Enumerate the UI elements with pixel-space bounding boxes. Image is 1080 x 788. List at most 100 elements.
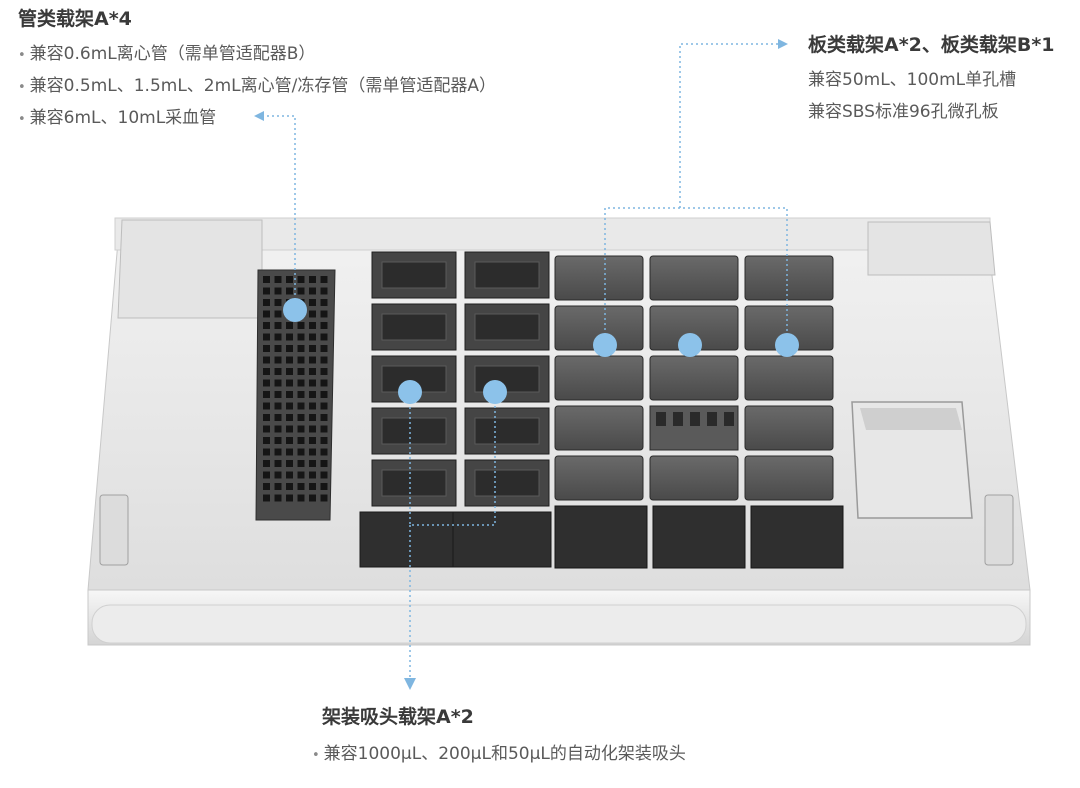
tube-hole <box>320 471 328 479</box>
tube-rack-item-2: •兼容0.5mL、1.5mL、2mL离心管/冻存管（需单管适配器A） <box>18 76 497 96</box>
tube-hole <box>309 379 316 387</box>
right-latch <box>984 494 1014 566</box>
arrow-head-plate <box>778 39 788 49</box>
tube-rack-item-1: •兼容0.6mL离心管（需单管适配器B） <box>18 44 316 64</box>
front-handle <box>91 604 1027 644</box>
tube-hole <box>274 333 282 341</box>
tube-hole <box>309 494 316 502</box>
tube-hole <box>309 276 316 283</box>
tube-hole <box>286 448 293 456</box>
tube-hole <box>309 448 316 456</box>
tube-hole <box>320 299 328 306</box>
tube-hole <box>297 483 305 490</box>
tip-rack-inner <box>474 261 540 289</box>
plate-slot <box>744 255 834 301</box>
markers <box>283 298 799 404</box>
tube-hole <box>320 437 328 444</box>
plate-slot <box>744 405 834 451</box>
tube-hole <box>320 368 328 375</box>
tube-hole <box>274 356 282 364</box>
tube-hole <box>297 425 305 433</box>
tube-hole <box>274 494 282 502</box>
leader-plate-b <box>679 43 780 208</box>
waste-bin-inner <box>860 408 962 430</box>
tube-hole <box>297 276 305 283</box>
tube-hole <box>263 322 270 329</box>
tube-hole <box>286 368 293 375</box>
tube-hole <box>297 333 305 341</box>
tube-hole <box>263 345 270 352</box>
tube-hole <box>286 333 293 341</box>
tube-hole <box>309 425 316 433</box>
tube-hole <box>309 310 316 318</box>
tube-hole <box>263 379 270 387</box>
tube-hole <box>320 322 328 329</box>
plate-slot-clip <box>690 412 700 426</box>
callout-plate-rack: 板类载架A*2、板类载架B*1 兼容50mL、100mL单孔槽 兼容SBS标准9… <box>808 30 1055 122</box>
tube-hole <box>297 322 305 329</box>
tube-hole <box>263 414 270 421</box>
tube-hole <box>297 448 305 456</box>
tube-hole <box>297 437 305 444</box>
tube-hole <box>297 494 305 502</box>
plate-slot <box>554 455 644 501</box>
tip-rack-title: 架装吸头载架A*2 <box>322 706 474 728</box>
left-panel <box>117 219 263 319</box>
tip-rack-inner <box>381 417 447 445</box>
circle-marker-tip-1 <box>398 380 422 404</box>
plate-slot <box>649 255 739 301</box>
tube-hole <box>274 460 282 467</box>
plate-rack-item-2: 兼容SBS标准96孔微孔板 <box>808 102 999 122</box>
plate-slot <box>554 405 644 451</box>
bullet-icon: • <box>18 112 26 127</box>
plate-rack-base <box>750 505 844 569</box>
tube-hole <box>286 414 293 421</box>
plate-rack-item-1: 兼容50mL、100mL单孔槽 <box>808 70 1017 90</box>
tube-hole <box>286 425 293 433</box>
tube-hole <box>263 333 270 341</box>
tube-hole <box>274 276 282 283</box>
tube-hole <box>286 391 293 398</box>
tube-hole <box>297 471 305 479</box>
plate-slot-clip <box>656 412 666 426</box>
tip-rack-base <box>359 511 459 568</box>
tube-hole <box>297 368 305 375</box>
tube-hole <box>297 391 305 398</box>
tube-hole <box>320 379 328 387</box>
tube-hole <box>263 299 270 306</box>
tube-hole <box>274 402 282 410</box>
tube-hole <box>286 287 293 295</box>
tube-hole <box>309 345 316 352</box>
tube-rack-holes <box>263 276 328 502</box>
arrow-head-tube <box>254 111 264 121</box>
left-latch <box>99 494 129 566</box>
tube-hole <box>297 460 305 467</box>
tip-rack-inner <box>381 469 447 497</box>
tube-hole <box>286 276 293 283</box>
plate-racks <box>554 255 844 569</box>
tube-hole <box>274 345 282 352</box>
tube-hole <box>286 402 293 410</box>
tube-hole <box>263 391 270 398</box>
plate-slot-clip <box>673 412 683 426</box>
tube-hole <box>274 471 282 479</box>
tube-hole <box>286 494 293 502</box>
plate-slot <box>554 355 644 401</box>
tube-hole <box>309 391 316 398</box>
tube-hole <box>274 287 282 295</box>
tip-rack-inner <box>381 313 447 341</box>
leader-tip-a <box>409 392 496 526</box>
circle-marker-plate-3 <box>775 333 799 357</box>
tube-hole <box>297 379 305 387</box>
tube-hole <box>320 448 328 456</box>
plate-rack-base <box>652 505 746 569</box>
tube-hole <box>309 402 316 410</box>
plate-rack-title: 板类载架A*2、板类载架B*1 <box>808 34 1055 56</box>
tube-hole <box>274 448 282 456</box>
tube-hole <box>309 460 316 467</box>
tube-hole <box>297 356 305 364</box>
tube-hole <box>274 310 282 318</box>
tube-hole <box>263 448 270 456</box>
tip-rack-base <box>452 511 552 568</box>
